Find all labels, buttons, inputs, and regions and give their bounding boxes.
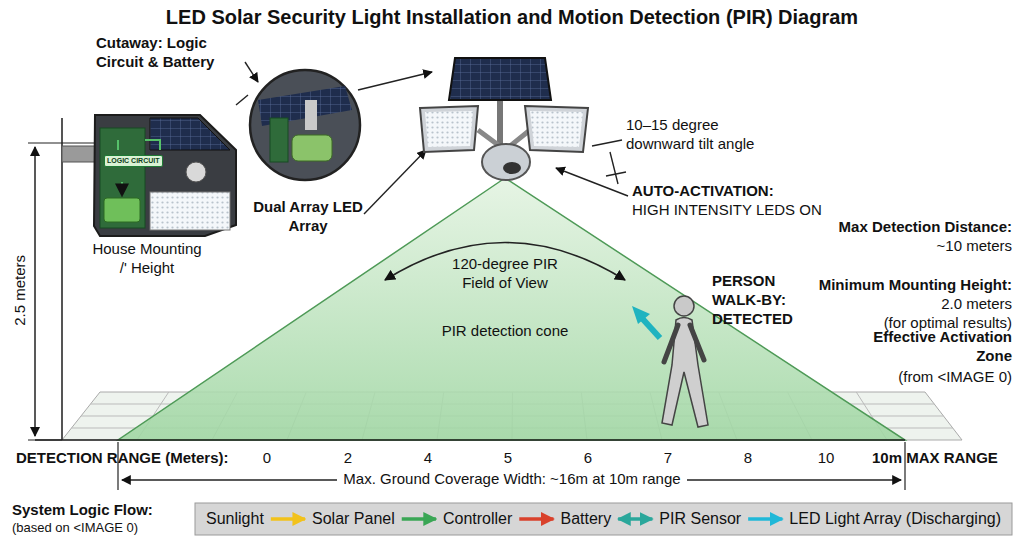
wall: [35, 439, 905, 441]
spec-label: ~10 meters: [812, 237, 1012, 256]
leader-lines: [245, 62, 258, 82]
security-light: [420, 58, 588, 180]
wall: [61, 118, 63, 440]
axis-label: 10m MAX RANGE: [872, 449, 1012, 468]
security-light: [503, 162, 521, 174]
cutaway-light-housing: [121, 182, 123, 196]
security-light: [482, 144, 530, 180]
node-text: Sunlight: [206, 509, 264, 528]
walking-person: [662, 318, 708, 428]
cutaway-magnifier: [236, 70, 360, 180]
axis-tick-label: 0: [252, 449, 282, 468]
flow-note: (based on <IMAGE 0): [12, 520, 192, 536]
circuit-board-label: LOGIC CIRCUIT: [104, 155, 163, 167]
title: LED Solar Security Light Installation an…: [0, 5, 1024, 30]
flow-step: Sunlight: [202, 507, 268, 530]
cutaway-light-housing: [150, 118, 230, 150]
flow-arrow: [271, 517, 305, 521]
axis-tick-label: 10: [811, 449, 841, 468]
callout-label: PERSON WALK-BY: DETECTED: [712, 272, 792, 328]
leader-lines: [592, 140, 622, 146]
spec-label: Effective Activation Zone: [872, 328, 1012, 366]
callout-label: HIGH INTENSITY LEDS ON: [632, 201, 832, 220]
node-text: LOGIC CIRCUIT: [107, 157, 160, 165]
node-text: Controller: [443, 509, 512, 528]
security-light: [420, 106, 478, 152]
cutaway-magnifier: [236, 95, 248, 105]
walking-person: [674, 296, 694, 316]
cutaway-light-housing: [186, 162, 206, 182]
cutaway-light-housing: [150, 192, 230, 230]
spec-label: 2.0 meters: [792, 295, 1012, 314]
cutaway-light-housing: [104, 198, 140, 222]
flow-arrow: [402, 517, 436, 521]
node-text: LED Light Array (Discharging): [789, 509, 1001, 528]
cutaway-magnifier: [292, 135, 332, 161]
callout-label: House Mounting /' Height: [92, 240, 202, 278]
flow-title: System Logic Flow:: [12, 501, 192, 520]
flow-band: [195, 503, 1012, 535]
cutaway-light-housing: [94, 115, 236, 236]
spec-label: Minimum Mounting Height:: [792, 276, 1012, 295]
callout-label: 10–15 degree downward tilt angle: [626, 116, 776, 154]
security-light: [425, 111, 473, 147]
axis-tick-label: 8: [733, 449, 763, 468]
leader-lines: [364, 150, 426, 214]
cutaway-light-housing: [94, 115, 236, 236]
height-dimension: [34, 147, 36, 436]
leader-lines: [556, 168, 628, 196]
node-text: PIR Sensor: [659, 509, 741, 528]
height-dimension: [28, 143, 95, 440]
axis-title: DETECTION RANGE (Meters):: [16, 449, 248, 468]
wall-bracket: [62, 146, 98, 162]
flow-arrow: [748, 517, 782, 521]
motion-arrow: [632, 306, 660, 338]
dimension-label: Max. Ground Coverage Width: ~16m at 10m …: [337, 470, 686, 489]
flow-step: Battery: [556, 507, 615, 530]
zone-label: PIR detection cone: [420, 322, 590, 341]
flow-step: PIR Sensor: [655, 507, 745, 530]
axis-tick-label: 2: [333, 449, 363, 468]
callout-label: Dual Array LED Array: [252, 198, 364, 236]
height-dimension: [28, 142, 95, 143]
callout-label: AUTO-ACTIVATION:: [632, 182, 832, 201]
node-text: Solar Panel: [312, 509, 395, 528]
height-dimension: [28, 439, 62, 440]
axis-tick-label: 7: [653, 449, 683, 468]
flow-step: LED Light Array (Discharging): [785, 507, 1005, 530]
walking-person: [664, 325, 704, 362]
security-light: [525, 106, 588, 152]
security-light: [449, 58, 551, 100]
wall-bracket: [62, 146, 98, 162]
spec-label: Max Detection Distance:: [812, 218, 1012, 237]
node-text: Battery: [560, 509, 611, 528]
cutaway-light-housing: [100, 128, 145, 228]
callout-label: Cutaway: Logic Circuit & Battery: [96, 34, 246, 72]
axis-tick-label: 4: [413, 449, 443, 468]
coverage-width-dimension: [118, 442, 905, 490]
leader-lines: [606, 152, 626, 184]
flow-arrow: [519, 517, 553, 521]
dimension-label: 2.5 meters: [11, 245, 30, 335]
leader-lines: [358, 72, 432, 90]
cutaway-magnifier: [305, 100, 317, 130]
cutaway-magnifier: [250, 70, 360, 180]
motion-arrow: [632, 306, 650, 324]
leader-lines: [245, 62, 628, 214]
cutaway-light-housing: [118, 140, 160, 150]
flow-band: [195, 503, 1012, 535]
axis-tick-label: 6: [573, 449, 603, 468]
flow-arrow: [618, 517, 652, 521]
security-light: [530, 111, 583, 147]
flow-step: Controller: [439, 507, 516, 530]
spec-label: (from <IMAGE 0): [872, 368, 1012, 387]
angle-label: 120-degree PIR Field of View: [435, 255, 575, 293]
cutaway-magnifier: [270, 118, 288, 162]
walking-person: [662, 296, 708, 427]
axis-tick-label: 5: [493, 449, 523, 468]
flow-step: Solar Panel: [308, 507, 399, 530]
